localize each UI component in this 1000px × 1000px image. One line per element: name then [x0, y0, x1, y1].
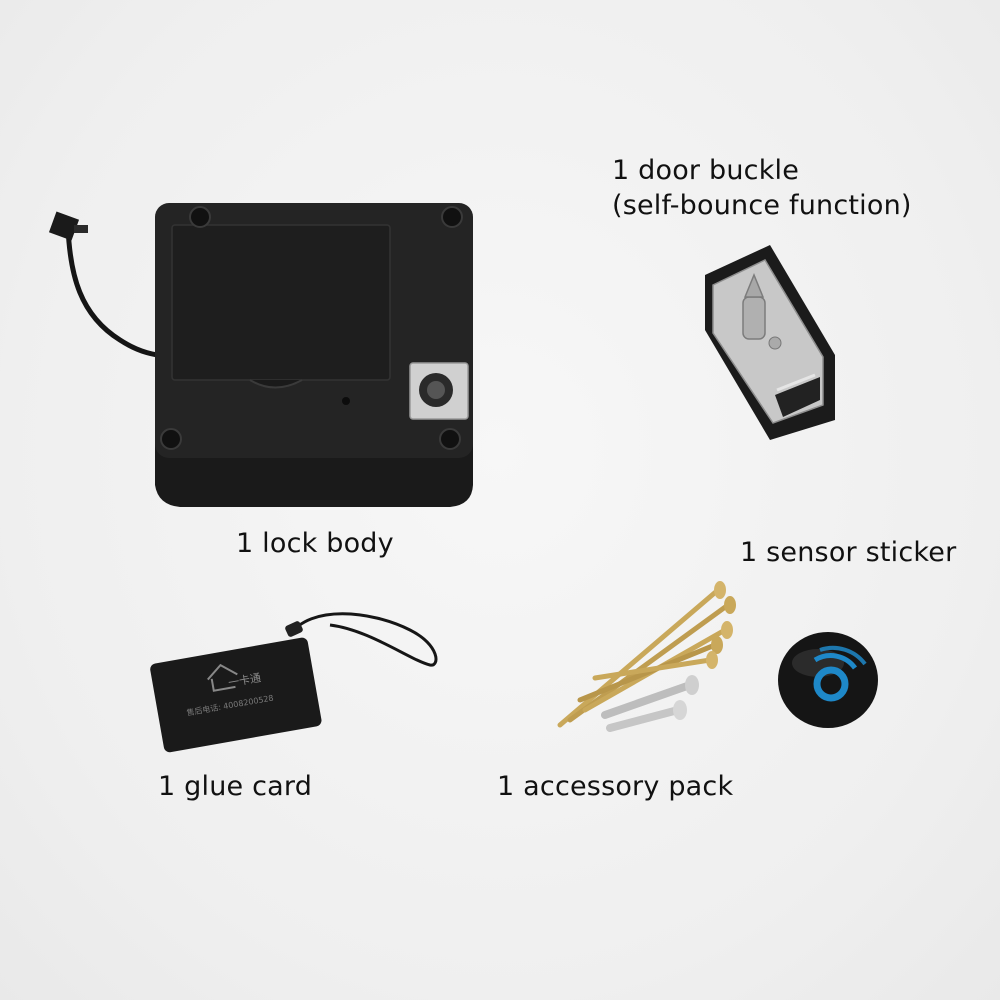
- accessory-pack-label: 1 accessory pack: [497, 771, 734, 802]
- accessory-pack-image: [550, 570, 750, 740]
- door-buckle-image: [695, 235, 845, 450]
- glue-card-label: 1 glue card: [158, 771, 313, 802]
- sensor-sticker-image: [773, 628, 883, 733]
- lock-body-label: 1 lock body: [236, 528, 394, 559]
- glue-card-image: [140, 605, 450, 755]
- lock-body-image: [40, 195, 490, 515]
- door-buckle-label-line2: (self-bounce function): [612, 190, 912, 221]
- sensor-sticker-label: 1 sensor sticker: [740, 537, 957, 568]
- door-buckle-label-line1: 1 door buckle: [612, 155, 800, 186]
